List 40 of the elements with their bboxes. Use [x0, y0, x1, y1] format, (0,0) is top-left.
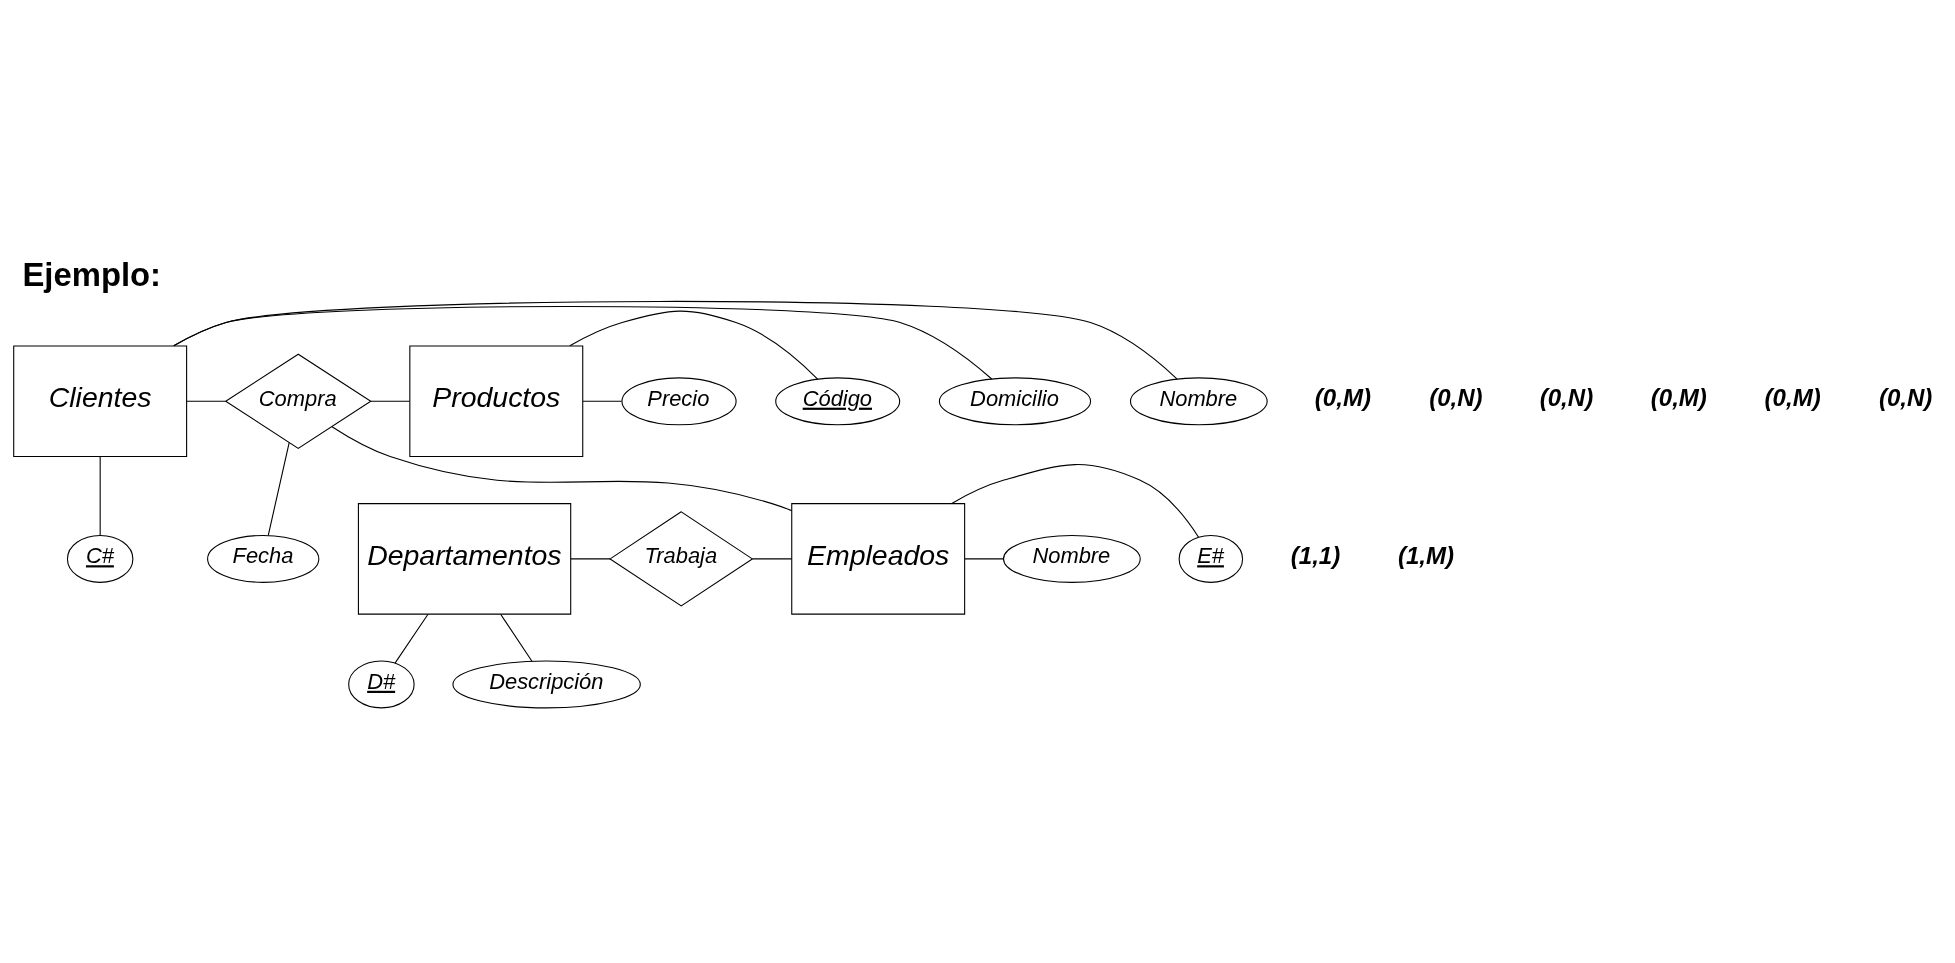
label: (0,M) [1314, 383, 1371, 411]
node-ellipse: Fecha [207, 534, 320, 583]
connector [186, 400, 227, 402]
node-ellipse: C# [66, 534, 134, 583]
connector [570, 557, 611, 559]
node-box: Empleados [791, 502, 966, 615]
node-box: Productos [409, 345, 584, 457]
connector [582, 400, 623, 402]
label: (0,N) [1878, 383, 1933, 411]
label: (0,M) [1764, 383, 1821, 411]
label: (0,N) [1429, 383, 1483, 411]
label: (1,M) [1397, 541, 1455, 569]
connector [951, 463, 1200, 538]
node-ellipse: Descripción [452, 659, 641, 708]
label: (0,N) [1539, 383, 1594, 411]
node-ellipse: Nombre [1129, 376, 1268, 425]
node-ellipse: E# [1178, 534, 1244, 583]
node-ellipse: Domicilio [938, 376, 1092, 425]
connector [173, 300, 1178, 380]
node-ellipse: Precio [621, 376, 737, 425]
connector [99, 455, 101, 536]
connector [370, 400, 411, 402]
connector [394, 613, 429, 664]
connector [964, 557, 1005, 559]
label: (0,M) [1650, 383, 1707, 411]
node-ellipse: Nombre [1003, 534, 1141, 583]
node-box: Clientes [13, 345, 188, 457]
node-box: Departamentos [357, 502, 572, 615]
diagram-title: Ejemplo: [22, 255, 162, 293]
connector [500, 613, 533, 662]
node-diamond: Compra [224, 353, 372, 449]
node-ellipse: Código [775, 376, 901, 425]
node-diamond: Trabaja [609, 510, 754, 607]
connector [751, 557, 793, 559]
connector [569, 310, 819, 380]
connector [331, 425, 793, 511]
connector [267, 441, 290, 536]
label: (1,1) [1290, 541, 1341, 569]
connector [173, 305, 993, 380]
node-ellipse: D# [348, 659, 415, 708]
